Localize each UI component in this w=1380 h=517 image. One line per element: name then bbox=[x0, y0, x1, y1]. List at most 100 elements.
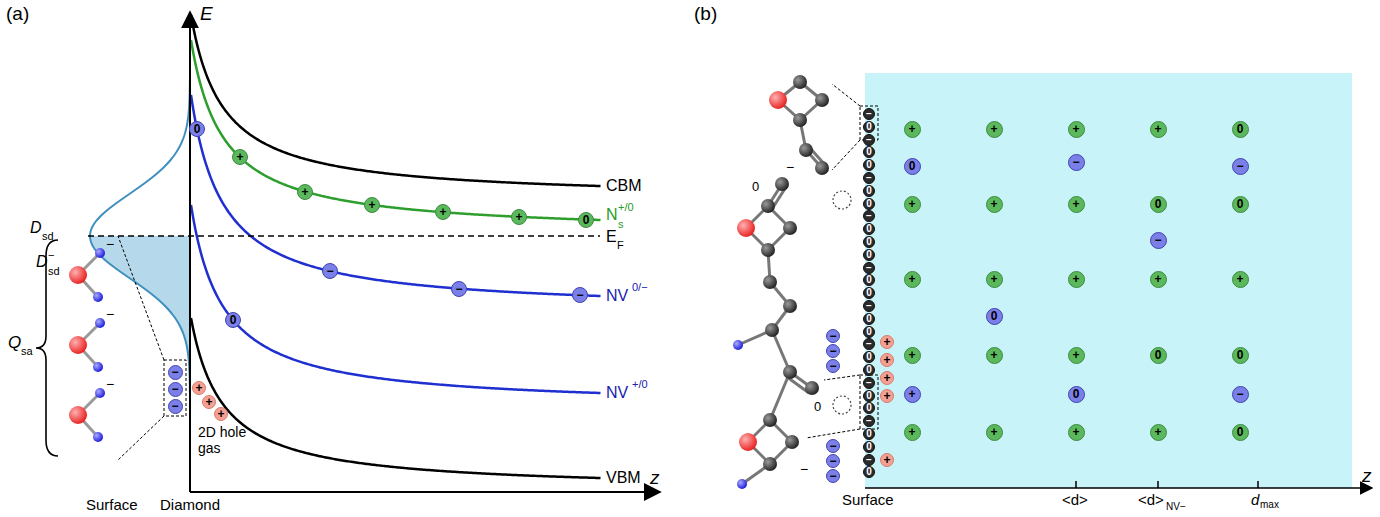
charge-sign: + bbox=[1236, 273, 1243, 285]
charge-sign: + bbox=[1072, 349, 1079, 361]
surface-molecules-part bbox=[783, 221, 797, 235]
charge-sign: + bbox=[908, 426, 915, 438]
figure-label: − bbox=[106, 377, 114, 391]
figure-label: D bbox=[30, 220, 42, 236]
charge-sign: − bbox=[866, 416, 872, 426]
charge-sign: 0 bbox=[866, 160, 872, 170]
surface-molecules-part bbox=[783, 299, 797, 313]
surface-molecules-part bbox=[793, 113, 807, 127]
charge-circle: 0 bbox=[863, 313, 875, 325]
charge-circle: 0 bbox=[863, 198, 875, 210]
band-curves bbox=[90, 15, 601, 478]
figure-label: CBM bbox=[606, 178, 642, 194]
charge-sign: + bbox=[439, 206, 446, 218]
figure-label: E bbox=[200, 4, 213, 23]
charge-circle: − bbox=[863, 454, 875, 466]
charge-circle: 0 bbox=[863, 249, 875, 261]
figure-label: (a) bbox=[6, 4, 29, 23]
acceptor-molecules-part bbox=[93, 292, 103, 302]
charge-circle: + bbox=[904, 386, 921, 403]
surface-molecules-part bbox=[770, 372, 790, 420]
charge-sign: − bbox=[1072, 156, 1079, 168]
charge-sign: + bbox=[990, 426, 997, 438]
charge-circle: 0 bbox=[225, 312, 241, 328]
charge-sign: + bbox=[1154, 123, 1161, 135]
charge-sign: − bbox=[455, 283, 462, 295]
charge-circle: + bbox=[1232, 271, 1249, 288]
charge-sign: − bbox=[829, 360, 836, 372]
depth-axis-part bbox=[1257, 481, 1259, 488]
charge-circle: 0 bbox=[986, 308, 1003, 325]
charge-sign: + bbox=[908, 273, 915, 285]
acceptor-molecules-part bbox=[93, 432, 103, 442]
figure-label: Surface bbox=[842, 492, 894, 507]
charge-sign: 0 bbox=[991, 310, 998, 322]
charge-sign: + bbox=[368, 199, 375, 211]
surface-box-b-part bbox=[860, 375, 878, 429]
surface-molecules-part bbox=[737, 479, 747, 489]
charge-sign: 0 bbox=[866, 365, 872, 375]
figure-label: +/0 bbox=[632, 379, 648, 390]
charge-sign: − bbox=[866, 301, 872, 311]
band-curve bbox=[191, 95, 601, 296]
figure-label: NV bbox=[606, 385, 628, 401]
figure-label: d bbox=[1251, 492, 1259, 507]
acceptor-molecules-part bbox=[93, 362, 103, 372]
charge-sign: 0 bbox=[866, 224, 872, 234]
charge-circle: − bbox=[168, 399, 183, 414]
charge-circle: 0 bbox=[189, 121, 205, 137]
figure-label: − bbox=[786, 160, 794, 174]
charge-sign: − bbox=[866, 455, 872, 465]
charge-sign: 0 bbox=[866, 352, 872, 362]
charge-sign: − bbox=[829, 345, 836, 357]
charge-sign: − bbox=[866, 109, 872, 119]
figure-label: − bbox=[106, 307, 114, 321]
figure-label: sd bbox=[42, 231, 54, 242]
charge-circle: 0 bbox=[1068, 386, 1085, 403]
charge-sign: + bbox=[301, 186, 308, 198]
charge-circle: + bbox=[1068, 196, 1085, 213]
surface-molecules-part bbox=[739, 433, 757, 451]
charge-sign: 0 bbox=[1237, 123, 1244, 135]
charge-sign: + bbox=[883, 354, 890, 366]
charge-sign: + bbox=[908, 123, 915, 135]
charge-circle: + bbox=[880, 389, 894, 403]
charge-sign: + bbox=[515, 211, 522, 223]
charge-circle: − bbox=[826, 454, 840, 468]
acceptor-molecules-part bbox=[69, 406, 87, 424]
charge-circle: + bbox=[904, 121, 921, 138]
charge-circle: + bbox=[904, 271, 921, 288]
charge-circle: + bbox=[1068, 271, 1085, 288]
charge-circle: + bbox=[986, 196, 1003, 213]
band-curve bbox=[191, 15, 601, 186]
charge-sign: 0 bbox=[866, 147, 872, 157]
acceptor-molecules-part bbox=[69, 266, 87, 284]
charge-circle: 0 bbox=[904, 158, 921, 175]
charge-sign: + bbox=[990, 198, 997, 210]
charge-sign: + bbox=[883, 454, 890, 466]
charge-circle: + bbox=[1150, 121, 1167, 138]
charge-circle: − bbox=[863, 108, 875, 120]
fermi-level bbox=[88, 235, 600, 237]
charge-sign: 0 bbox=[866, 442, 872, 452]
figure-label: NV− bbox=[1166, 502, 1186, 512]
charge-circle: 0 bbox=[863, 428, 875, 440]
charge-circle: + bbox=[297, 184, 313, 200]
charge-sign: 0 bbox=[1237, 426, 1244, 438]
charge-circle: + bbox=[880, 353, 894, 367]
surface-box-a-part bbox=[118, 236, 164, 360]
figure-label: Surface bbox=[86, 497, 138, 512]
figure-label: N bbox=[606, 207, 618, 223]
charge-circle: − bbox=[826, 344, 840, 358]
charge-circle: + bbox=[904, 424, 921, 441]
charge-sign: + bbox=[883, 336, 890, 348]
charge-sign: + bbox=[883, 390, 890, 402]
charge-sign: + bbox=[217, 408, 224, 420]
charge-sign: 0 bbox=[866, 250, 872, 260]
charge-sign: + bbox=[205, 396, 212, 408]
figure-label: s bbox=[618, 219, 624, 230]
figure-label: 0 bbox=[814, 400, 821, 413]
charge-circle: 0 bbox=[578, 212, 594, 228]
charge-circle: + bbox=[1068, 347, 1085, 364]
depth-axis-part bbox=[865, 487, 1372, 489]
